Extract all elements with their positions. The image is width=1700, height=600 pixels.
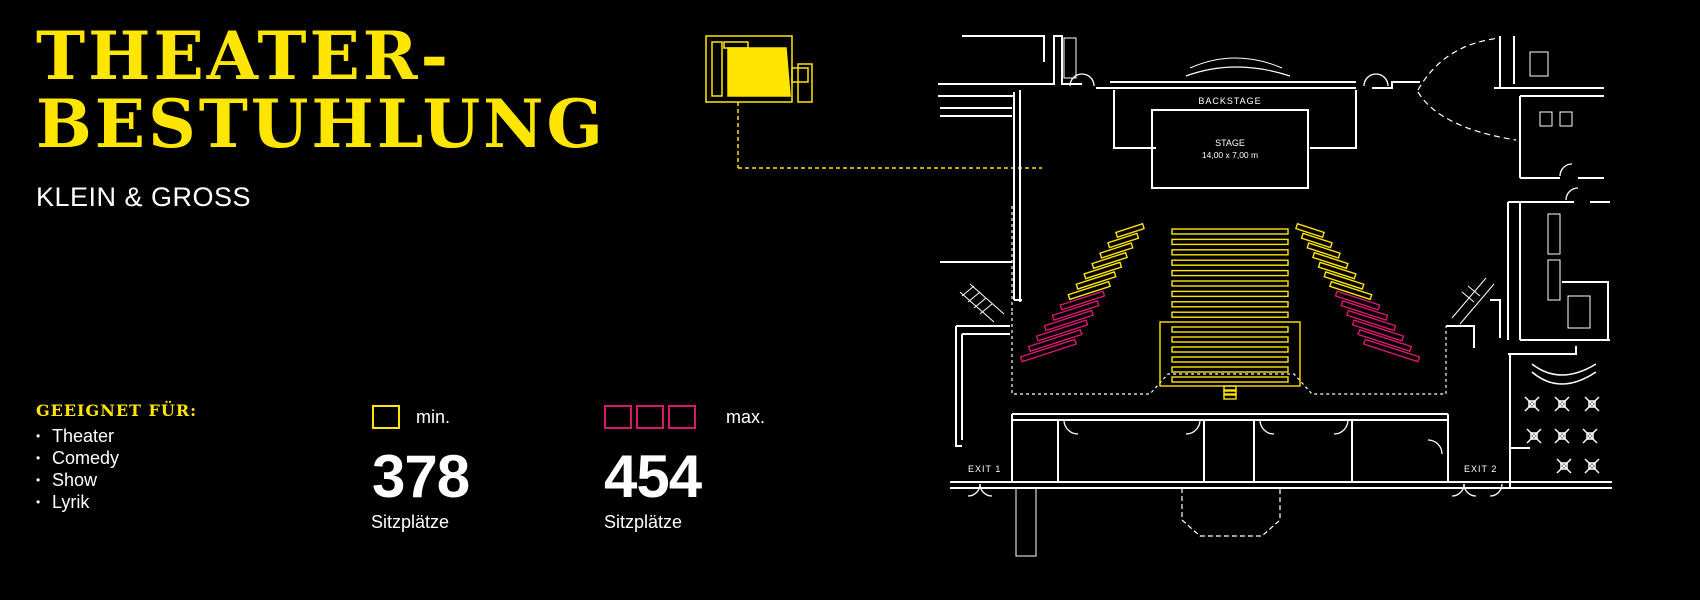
exit-1-label: EXIT 1 — [968, 464, 1001, 474]
max-seats-stat: max. 454 — [604, 405, 824, 545]
seat-row — [1300, 232, 1333, 249]
bistro-table — [1554, 428, 1570, 444]
list-item: Comedy — [36, 447, 119, 469]
bistro-table-top — [1588, 462, 1596, 470]
location-minimap — [705, 35, 1042, 169]
suited-heading: GEEIGNET FÜR: — [36, 401, 198, 420]
backstage-label: BACKSTAGE — [1198, 96, 1261, 106]
seat-row — [1171, 228, 1289, 235]
seat-row — [1171, 269, 1289, 277]
seat-row — [1059, 290, 1106, 311]
exit-2-label: EXIT 2 — [1464, 464, 1497, 474]
min-seat-icons — [372, 405, 400, 429]
seat-row — [1051, 299, 1100, 322]
seat-row — [1171, 336, 1289, 343]
seat-row — [1345, 309, 1397, 332]
min-label: min. — [416, 407, 451, 427]
seat-row — [1171, 290, 1289, 298]
min-seats-stat: min. 378 — [372, 405, 572, 545]
min-seat-unit: Sitzplätze — [371, 512, 450, 532]
seat-row — [1171, 356, 1289, 363]
bistro-table-top — [1588, 400, 1596, 408]
seat-row — [1115, 222, 1145, 239]
page-subtitle: KLEIN & GROSS — [36, 182, 252, 212]
seat-row — [1171, 259, 1289, 266]
max-label: max. — [726, 407, 766, 427]
seat-row — [1171, 249, 1289, 256]
seat-row — [1171, 301, 1289, 308]
seat-row — [1107, 232, 1140, 249]
seat-row — [1223, 393, 1237, 400]
bistro-table-top — [1558, 400, 1566, 408]
bistro-table-top — [1560, 462, 1568, 470]
title-line-2: BESTUHLUNG — [36, 85, 606, 163]
seat-row — [1035, 319, 1089, 342]
list-item: Show — [36, 469, 119, 491]
seat-row — [1357, 328, 1413, 353]
seat-row — [1043, 309, 1095, 332]
list-item: Lyrik — [36, 491, 119, 513]
seat-icon — [668, 405, 696, 429]
seat-row — [1171, 280, 1289, 287]
stage-size-label: 14,00 x 7,00 m — [1202, 150, 1258, 160]
seat-row — [1171, 311, 1289, 318]
bistro-tables — [1524, 396, 1600, 474]
bistro-table — [1582, 428, 1598, 444]
bistro-table-top — [1586, 432, 1594, 440]
seat-icon — [636, 405, 664, 429]
bistro-table — [1584, 396, 1600, 412]
door-arcs — [967, 73, 1579, 497]
page-title: THEATER- BESTUHLUNG — [36, 22, 606, 158]
seating-layout — [1019, 222, 1421, 400]
bistro-table — [1524, 396, 1540, 412]
seat-row — [1171, 366, 1289, 373]
seat-row — [1328, 280, 1373, 301]
seat-row — [1099, 242, 1134, 259]
bar-counter — [1531, 363, 1597, 385]
seat-row — [1019, 338, 1078, 363]
title-line-1: THEATER- — [36, 17, 452, 95]
seat-row — [1171, 346, 1289, 353]
seat-row — [1067, 280, 1112, 301]
seat-row — [1340, 299, 1389, 322]
seat-row — [1091, 251, 1128, 270]
bistro-table-top — [1528, 400, 1536, 408]
bistro-table — [1554, 396, 1570, 412]
max-seat-unit: Sitzplätze — [604, 512, 683, 532]
bistro-table — [1584, 458, 1600, 474]
suited-list: Theater Comedy Show Lyrik — [36, 425, 119, 513]
seat-row — [1362, 338, 1421, 363]
min-seat-count: 378 — [372, 443, 470, 510]
seat-row — [1171, 326, 1289, 333]
seat-row — [1223, 385, 1237, 392]
bistro-table — [1556, 458, 1572, 474]
building-walls — [938, 35, 1612, 557]
max-seat-count: 454 — [604, 443, 702, 510]
seat-row — [1334, 290, 1381, 311]
bistro-table — [1526, 428, 1542, 444]
seat-row — [1075, 271, 1117, 290]
seat-row — [1323, 271, 1365, 290]
seat-row — [1171, 376, 1289, 383]
bistro-table-top — [1558, 432, 1566, 440]
seat-row — [1171, 238, 1289, 246]
stage-label: STAGE — [1215, 138, 1245, 148]
seat-icon — [372, 405, 400, 429]
seat-row — [1306, 242, 1341, 259]
seat-row — [1351, 319, 1405, 342]
list-item: Theater — [36, 425, 119, 447]
bistro-table-top — [1530, 432, 1538, 440]
seat-row — [1083, 261, 1123, 280]
seat-row — [1312, 251, 1349, 270]
seat-row — [1027, 328, 1083, 353]
seat-row — [1223, 389, 1237, 396]
seat-icon — [604, 405, 632, 429]
seat-row — [1295, 222, 1325, 239]
seat-row — [1317, 261, 1357, 280]
max-seat-icons — [604, 405, 696, 429]
